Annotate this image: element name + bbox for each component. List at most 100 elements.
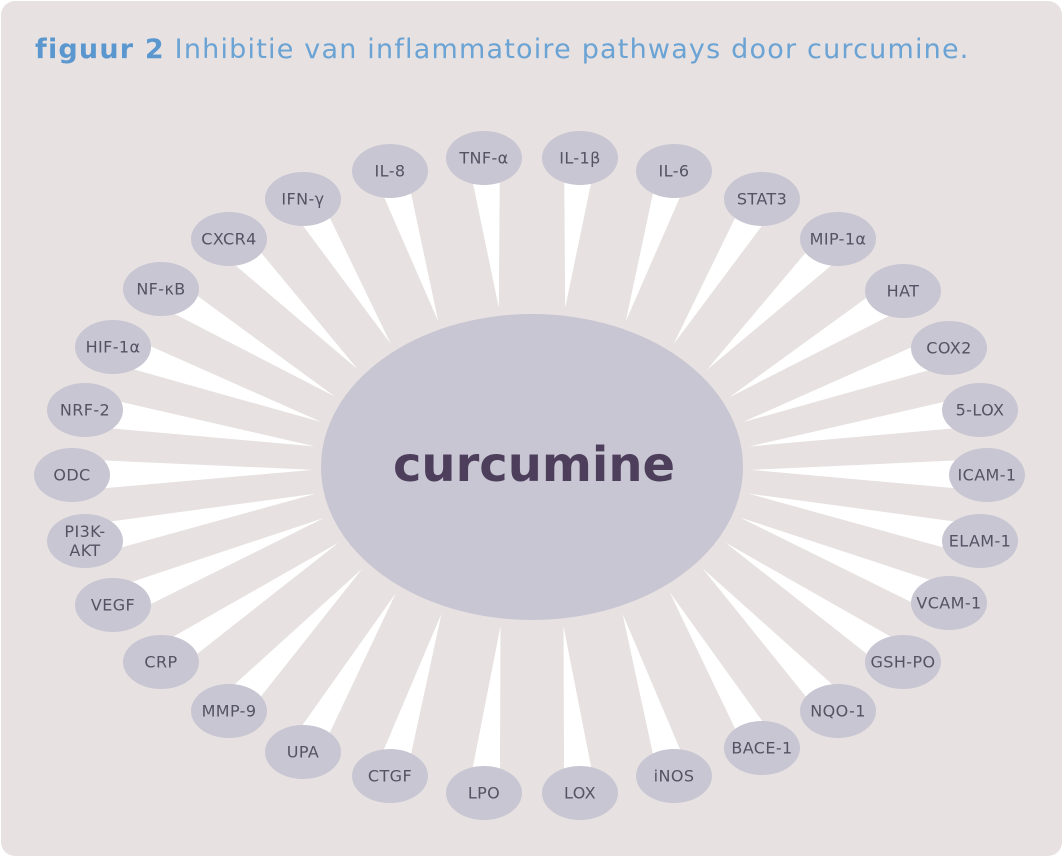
node-label: NRF-2 bbox=[60, 401, 110, 420]
pathway-node: IFN-γ bbox=[265, 172, 341, 226]
ray bbox=[289, 190, 391, 344]
node-bubble bbox=[265, 172, 341, 226]
node-label: NF-κB bbox=[136, 280, 185, 299]
ray bbox=[82, 394, 315, 447]
node-bubble bbox=[123, 262, 199, 316]
node-bubble bbox=[911, 321, 987, 375]
pathway-node: VCAM-1 bbox=[911, 576, 987, 630]
ray bbox=[563, 626, 596, 795]
ray bbox=[742, 332, 955, 423]
pathway-node: HAT bbox=[865, 264, 941, 318]
pathway-node: PI3K-AKT bbox=[47, 514, 123, 568]
ray bbox=[622, 613, 690, 781]
node-bubble bbox=[352, 144, 428, 198]
node-bubble bbox=[942, 383, 1018, 437]
node-bubble bbox=[542, 766, 618, 820]
node-label: IFN-γ bbox=[281, 190, 324, 209]
node-bubble bbox=[75, 320, 151, 374]
ray bbox=[217, 568, 363, 722]
pathway-node: NRF-2 bbox=[47, 383, 123, 437]
ray bbox=[750, 459, 988, 491]
pathway-node: NF-κB bbox=[123, 262, 199, 316]
ray bbox=[289, 593, 396, 761]
node-label: UPA bbox=[287, 743, 319, 762]
pathway-node: CXCR4 bbox=[191, 212, 267, 266]
node-bubble bbox=[942, 514, 1018, 568]
ray bbox=[725, 542, 912, 676]
pathway-node: STAT3 bbox=[724, 172, 800, 226]
node-label: HAT bbox=[887, 282, 920, 301]
ray bbox=[217, 227, 358, 370]
ray bbox=[625, 166, 690, 322]
pathway-node: VEGF bbox=[75, 578, 151, 632]
pathway-node: 5-LOX bbox=[942, 383, 1018, 437]
node-bubble bbox=[724, 721, 800, 775]
node-label: COX2 bbox=[926, 339, 971, 358]
pathway-node: LOX bbox=[542, 766, 618, 820]
node-label: MIP-1α bbox=[810, 230, 867, 249]
pathway-node: BACE-1 bbox=[724, 721, 800, 775]
ray bbox=[749, 394, 983, 447]
pathway-node: IL-1β bbox=[542, 131, 618, 185]
node-label: PI3K-AKT bbox=[64, 522, 105, 560]
node-label: GSH-PO bbox=[870, 653, 935, 672]
ray bbox=[152, 275, 335, 397]
node-label: IL-6 bbox=[659, 162, 690, 181]
pathway-node: IL-6 bbox=[636, 144, 712, 198]
node-label: VEGF bbox=[91, 596, 135, 615]
ray bbox=[729, 277, 912, 398]
node-bubble bbox=[636, 144, 712, 198]
ray bbox=[468, 156, 500, 308]
ray bbox=[152, 542, 339, 676]
node-bubble bbox=[865, 264, 941, 318]
node-bubble bbox=[800, 212, 876, 266]
node-bubble bbox=[865, 635, 941, 689]
node-bubble bbox=[47, 514, 123, 568]
node-label: CXCR4 bbox=[201, 230, 256, 249]
node-label: CTGF bbox=[368, 767, 412, 786]
ray bbox=[374, 613, 442, 781]
figure-title: figuur 2 Inhibitie van inflammatoire pat… bbox=[35, 34, 970, 65]
node-label: BACE-1 bbox=[731, 739, 792, 758]
ray bbox=[564, 156, 596, 308]
node-label: 5-LOX bbox=[956, 401, 1005, 420]
ray bbox=[748, 493, 984, 557]
pathway-node: ICAM-1 bbox=[949, 448, 1025, 502]
node-label: ICAM-1 bbox=[958, 466, 1017, 485]
node-label: LPO bbox=[468, 784, 500, 803]
node-label: VCAM-1 bbox=[916, 594, 981, 613]
ray bbox=[81, 493, 316, 557]
pathway-node: CRP bbox=[123, 635, 199, 689]
pathway-node: MIP-1α bbox=[800, 212, 876, 266]
node-label: ODC bbox=[53, 466, 90, 485]
node-label: MMP-9 bbox=[202, 702, 257, 721]
node-bubble bbox=[191, 212, 267, 266]
figure-number: figuur 2 bbox=[35, 34, 165, 65]
node-bubble bbox=[123, 635, 199, 689]
node-bubble bbox=[191, 684, 267, 738]
pathway-node: LPO bbox=[446, 766, 522, 820]
pathway-node: HIF-1α bbox=[75, 320, 151, 374]
ray bbox=[673, 190, 776, 345]
pathway-node: MMP-9 bbox=[191, 684, 267, 738]
node-label: IL-1β bbox=[559, 149, 601, 168]
node-label: ELAM-1 bbox=[949, 532, 1012, 551]
node-bubble bbox=[47, 383, 123, 437]
node-label: STAT3 bbox=[737, 190, 787, 209]
node-bubble bbox=[446, 131, 522, 185]
center-label: curcumine bbox=[393, 437, 675, 493]
node-label: TNF-α bbox=[458, 149, 508, 168]
ray bbox=[71, 459, 314, 491]
node-bubble bbox=[446, 766, 522, 820]
node-bubble bbox=[352, 749, 428, 803]
node-bubble bbox=[636, 749, 712, 803]
pathway-node: ODC bbox=[34, 448, 110, 502]
ray bbox=[107, 331, 322, 423]
node-bubble bbox=[34, 448, 110, 502]
ray bbox=[669, 592, 776, 757]
node-bubble bbox=[949, 448, 1025, 502]
pathway-node: iNOS bbox=[636, 749, 712, 803]
